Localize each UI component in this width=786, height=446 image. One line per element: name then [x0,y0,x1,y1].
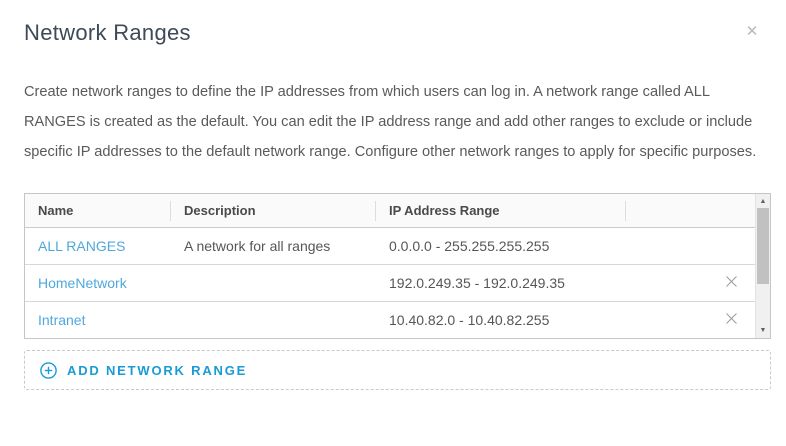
delete-icon[interactable] [725,312,738,325]
range-description [171,300,376,338]
table-header-row: Name Description IP Address Range [25,194,756,228]
plus-circle-icon [40,361,57,379]
range-ip: 10.40.82.0 - 10.40.82.255 [376,300,626,338]
column-header-name: Name [25,194,171,228]
scroll-down-icon[interactable]: ▼ [759,327,767,334]
add-network-range-button[interactable]: ADD NETWORK RANGE [24,350,771,390]
page-title: Network Ranges [24,20,191,45]
column-header-actions [626,194,756,228]
column-header-description: Description [171,194,376,228]
table-row: HomeNetwork 192.0.249.35 - 192.0.249.35 [25,263,756,301]
range-ip: 0.0.0.0 - 255.255.255.255 [389,237,550,254]
row-actions [626,227,756,264]
table-row: Intranet 10.40.82.0 - 10.40.82.255 [25,300,756,338]
network-ranges-table: Name Description IP Address Range ALL RA… [24,193,771,339]
scroll-up-icon[interactable]: ▲ [759,198,767,205]
network-range-link[interactable]: HomeNetwork [25,263,171,301]
range-description: A network for all ranges [184,237,331,254]
delete-icon[interactable] [725,275,738,288]
network-range-link[interactable]: ALL RANGES [38,237,126,254]
dialog-description: Create network ranges to define the IP a… [24,84,757,160]
row-actions [626,263,756,301]
add-network-range-label: ADD NETWORK RANGE [67,362,248,378]
column-header-ip-range: IP Address Range [376,194,626,228]
table-row: ALL RANGES A network for all ranges 0.0.… [25,227,756,264]
close-icon[interactable]: ✕ [745,23,759,40]
row-actions [626,300,756,338]
scrollbar-thumb[interactable] [757,208,769,284]
range-ip: 192.0.249.35 - 192.0.249.35 [376,263,626,301]
table-scrollbar[interactable]: ▲ ▼ [755,194,770,338]
dialog-header: Network Ranges ✕ [24,0,771,46]
range-description [171,263,376,301]
network-range-link[interactable]: Intranet [25,300,171,338]
